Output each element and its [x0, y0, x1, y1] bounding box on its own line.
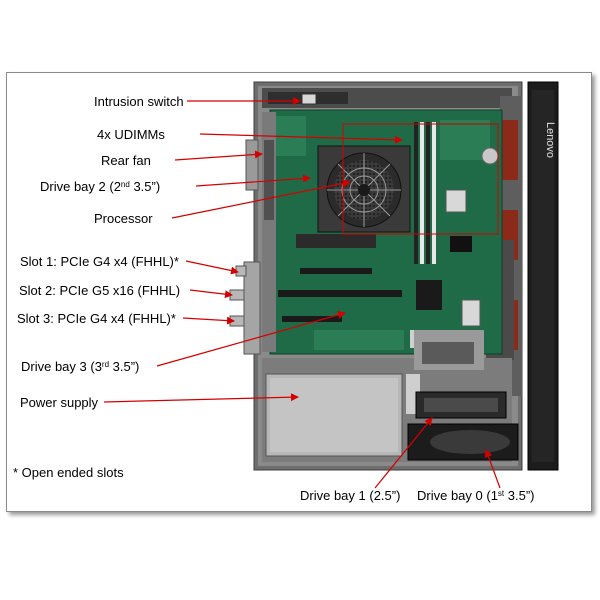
label-drive-bay-1: Drive bay 1 (2.5”): [300, 488, 401, 503]
label-drive-bay-2: Drive bay 2 (2nd 3.5”): [40, 179, 161, 194]
callout-slot-1: [185, 260, 239, 275]
label-rear-fan: Rear fan: [101, 153, 151, 168]
label-udimms: 4x UDIMMs: [97, 127, 165, 142]
pcie-slots: [278, 268, 402, 322]
callout-drive-bay-3: [156, 311, 346, 367]
callout-drive-bay-1: [374, 417, 433, 489]
processor-cooler: [317, 145, 411, 233]
callout-slot-2: [189, 289, 233, 299]
front-bezel: Lenovo: [527, 81, 559, 471]
label-processor: Processor: [94, 211, 153, 226]
rear-fan: [262, 112, 276, 352]
callout-drive-bay-0: [484, 449, 501, 489]
lower-bay: [262, 330, 519, 462]
label-slot-3: Slot 3: PCIe G4 x4 (FHHL)*: [17, 311, 176, 326]
callout-power-supply: [103, 393, 299, 403]
callout-rear-fan: [174, 150, 263, 161]
callout-slot-3: [182, 316, 235, 325]
callout-drive-bay-2: [195, 174, 311, 187]
pcie-slot-3: [282, 316, 342, 322]
callout-lines: [103, 97, 501, 489]
footnote: * Open ended slots: [13, 465, 124, 480]
label-intrusion-switch: Intrusion switch: [94, 94, 184, 109]
label-slot-1: Slot 1: PCIe G4 x4 (FHHL)*: [20, 254, 179, 269]
pcie-slot-2: [278, 290, 402, 297]
udimm-slots: [414, 122, 436, 264]
label-drive-bay-0: Drive bay 0 (1st 3.5”): [417, 488, 535, 503]
callout-udimms: [199, 133, 403, 144]
callout-processor: [171, 179, 351, 219]
label-drive-bay-3: Drive bay 3 (3rd 3.5”): [21, 359, 140, 374]
udimm-highlight-box: [342, 123, 499, 235]
label-slot-2: Slot 2: PCIe G5 x16 (FHHL): [19, 283, 181, 298]
brand-logo: Lenovo: [544, 122, 556, 158]
intrusion-switch: [301, 93, 317, 105]
label-power-supply: Power supply: [20, 395, 99, 410]
pcie-slot-1: [300, 268, 372, 274]
